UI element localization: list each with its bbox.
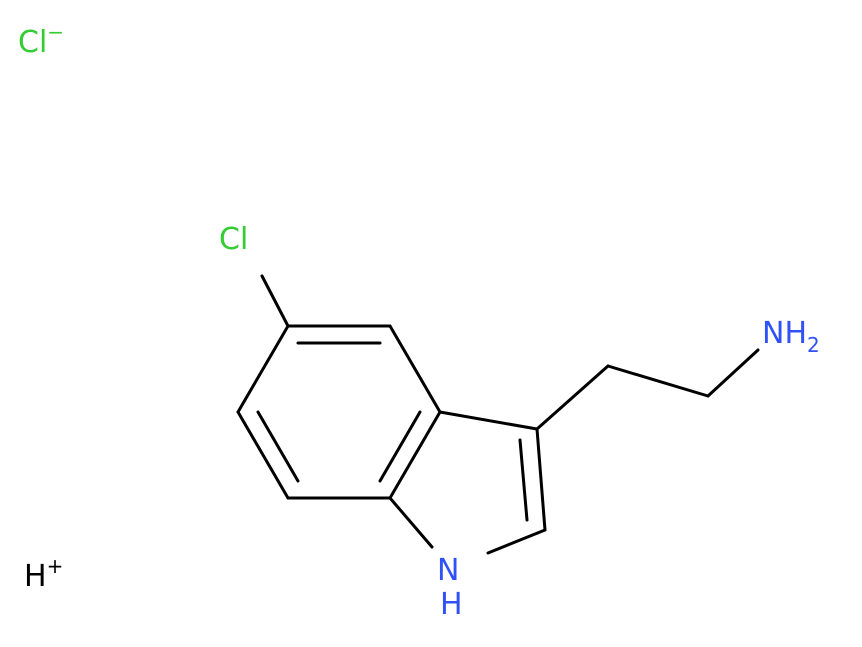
amine-nh2-label: NH2: [762, 316, 820, 357]
bond-c3-c2: [535, 427, 547, 532]
bond-c2-n1: [486, 528, 547, 555]
bond-c3-c2-inner: [518, 438, 529, 522]
ring-chlorine-label: Cl: [219, 222, 248, 257]
bond-ch2-ch2: [606, 364, 710, 398]
bond-c4a-c3: [438, 410, 539, 431]
bond-c4a-c7a: [388, 410, 442, 500]
bond-n1-c7a: [388, 496, 434, 549]
indole-nitrogen-hydrogen-label: H: [440, 587, 463, 622]
bond-c4a-c7a-inner: [378, 410, 422, 483]
bond-c6-c5: [236, 324, 290, 414]
bond-c3-ch2: [535, 364, 610, 431]
bond-c5-cl: [260, 274, 290, 328]
bond-c7-c6: [236, 410, 290, 500]
bond-c7-c6-inner: [256, 410, 300, 483]
counter-ion-chloride-label: Cl−: [18, 20, 64, 60]
indole-nitrogen-label: N: [437, 553, 459, 588]
bond-ch2-nh2: [706, 348, 760, 398]
proton-label: H+: [24, 554, 63, 594]
bond-c4-c4a: [388, 324, 442, 414]
bond-lines: [236, 274, 760, 555]
